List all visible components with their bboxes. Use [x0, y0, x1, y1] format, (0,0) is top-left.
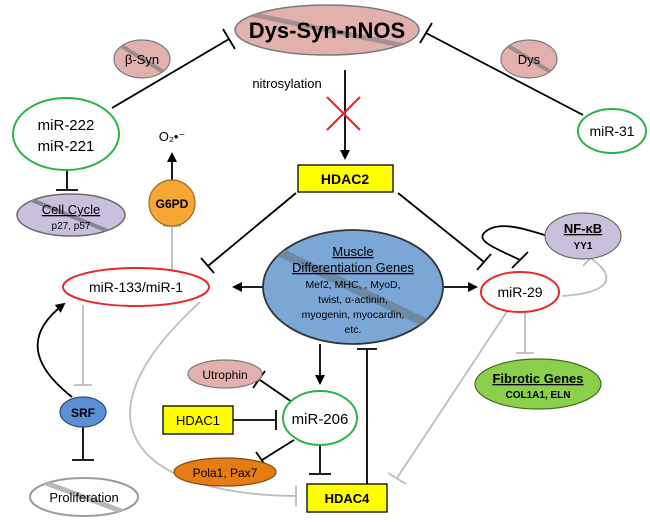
fibrotic-genes-sub-label: COL1A1, ELN: [505, 390, 570, 401]
edge-hdac2-inhibits-mir29: [397, 192, 485, 263]
beta-syn-label: β-Syn: [125, 52, 159, 67]
utrophin-label: Utrophin: [202, 368, 247, 382]
dys-syn-nnos-node: Dys-Syn-nNOS: [234, 4, 420, 56]
dys-node: Dys: [500, 39, 558, 79]
g6pd-label: G6PD: [156, 197, 189, 211]
yy1-label: YY1: [574, 241, 593, 252]
edge-mir206-inhibits-utrophin: [259, 379, 293, 403]
mir-133-mir-1-node: miR-133/miR-1: [62, 267, 210, 307]
srf-label: SRF: [71, 406, 95, 420]
dys-syn-nnos-label: Dys-Syn-nNOS: [249, 18, 405, 43]
edge-nfkb-mir29-bar: [511, 251, 529, 269]
muscle-title-line-2: Differentiation Genes: [292, 260, 414, 275]
cell-cycle-label: Cell Cycle: [42, 202, 101, 217]
nitrosylation-label: nitrosylation: [252, 76, 321, 91]
muscle-gene-line-2: twist, α-actinin,: [318, 294, 388, 306]
proliferation-node: Proliferation: [29, 477, 139, 517]
edge-mir222-bar: [222, 28, 236, 50]
nfkb-node: NF-κB YY1: [544, 212, 622, 260]
proliferation-label: Proliferation: [49, 490, 118, 505]
edge-mir222-inhibits-dys-syn: [111, 38, 230, 109]
muscle-gene-line-1: Mef2, MHC, , MyoD,: [305, 279, 400, 291]
nfkb-label: NF-κB: [564, 221, 602, 236]
strikethrough-pattern: [239, 9, 416, 51]
beta-syn-node: β-Syn: [113, 39, 171, 79]
edge-srf-activates-mir133: [36, 302, 73, 398]
pola1-pax7-label: Pola1, Pax7: [193, 466, 258, 480]
edge-nfkb-inhibits-mir29: [481, 225, 549, 261]
mir-29-node: miR-29: [480, 271, 560, 313]
muscle-gene-line-3: myogenin, myocardin,: [302, 309, 405, 321]
cell-cycle-sub-label: p27, p57: [52, 221, 91, 232]
fibrotic-genes-label: Fibrotic Genes: [492, 371, 583, 386]
fibrotic-genes-node: Fibrotic Genes COL1A1, ELN: [474, 358, 602, 410]
muscle-gene-line-4: etc.: [345, 324, 362, 336]
edges: [36, 22, 608, 506]
mir-31-node: miR-31: [577, 108, 647, 154]
edge-mir29-inhibits-nfkb: [561, 257, 608, 297]
muscle-title-line-1: Muscle: [332, 244, 373, 259]
cell-cycle-node: Cell Cycle p27, p57: [16, 193, 126, 237]
mir-31-label: miR-31: [589, 123, 634, 139]
hdac2-node: HDAC2: [297, 164, 394, 193]
mir-221-label: miR-221: [38, 138, 95, 155]
edge-mir133-inhibits-hdac4: [129, 301, 297, 497]
mir-29-label: miR-29: [497, 284, 542, 300]
hdac4-node: HDAC4: [306, 483, 388, 513]
mir-133-mir-1-label: miR-133/miR-1: [89, 279, 183, 295]
dys-label: Dys: [518, 52, 541, 67]
hdac1-label: HDAC1: [176, 413, 220, 428]
hdac4-label: HDAC4: [325, 491, 371, 506]
edge-hdac2-mir29-bar: [476, 253, 492, 271]
mir-206-label: miR-206: [292, 411, 349, 428]
g6pd-node: G6PD: [148, 179, 196, 227]
mir-222-221-node: miR-222 miR-221: [12, 97, 120, 171]
edge-mir31-inhibits-dys-syn: [425, 32, 584, 116]
edge-hdac2-inhibits-mir133: [207, 192, 297, 267]
muscle-differentiation-genes-node: Muscle Differentiation Genes Mef2, MHC, …: [262, 229, 444, 345]
hdac2-label: HDAC2: [321, 171, 369, 187]
o2-radical-label: O₂•⁻: [159, 129, 186, 144]
block-x-2: [326, 96, 361, 131]
mir-206-node: miR-206: [282, 390, 358, 446]
edge-mir206-inhibits-pola1: [261, 439, 295, 461]
edge-mir29-hdac4-bar: [387, 472, 407, 485]
utrophin-node: Utrophin: [187, 359, 263, 389]
edge-mir29-inhibits-hdac4: [396, 306, 511, 479]
mir-222-label: miR-222: [38, 117, 95, 134]
srf-node: SRF: [59, 396, 107, 428]
edge-mir31-bar: [419, 22, 433, 44]
hdac1-node: HDAC1: [162, 405, 234, 435]
edge-hdac2-mir133-bar: [200, 257, 215, 274]
pola1-pax7-node: Pola1, Pax7: [173, 457, 277, 487]
